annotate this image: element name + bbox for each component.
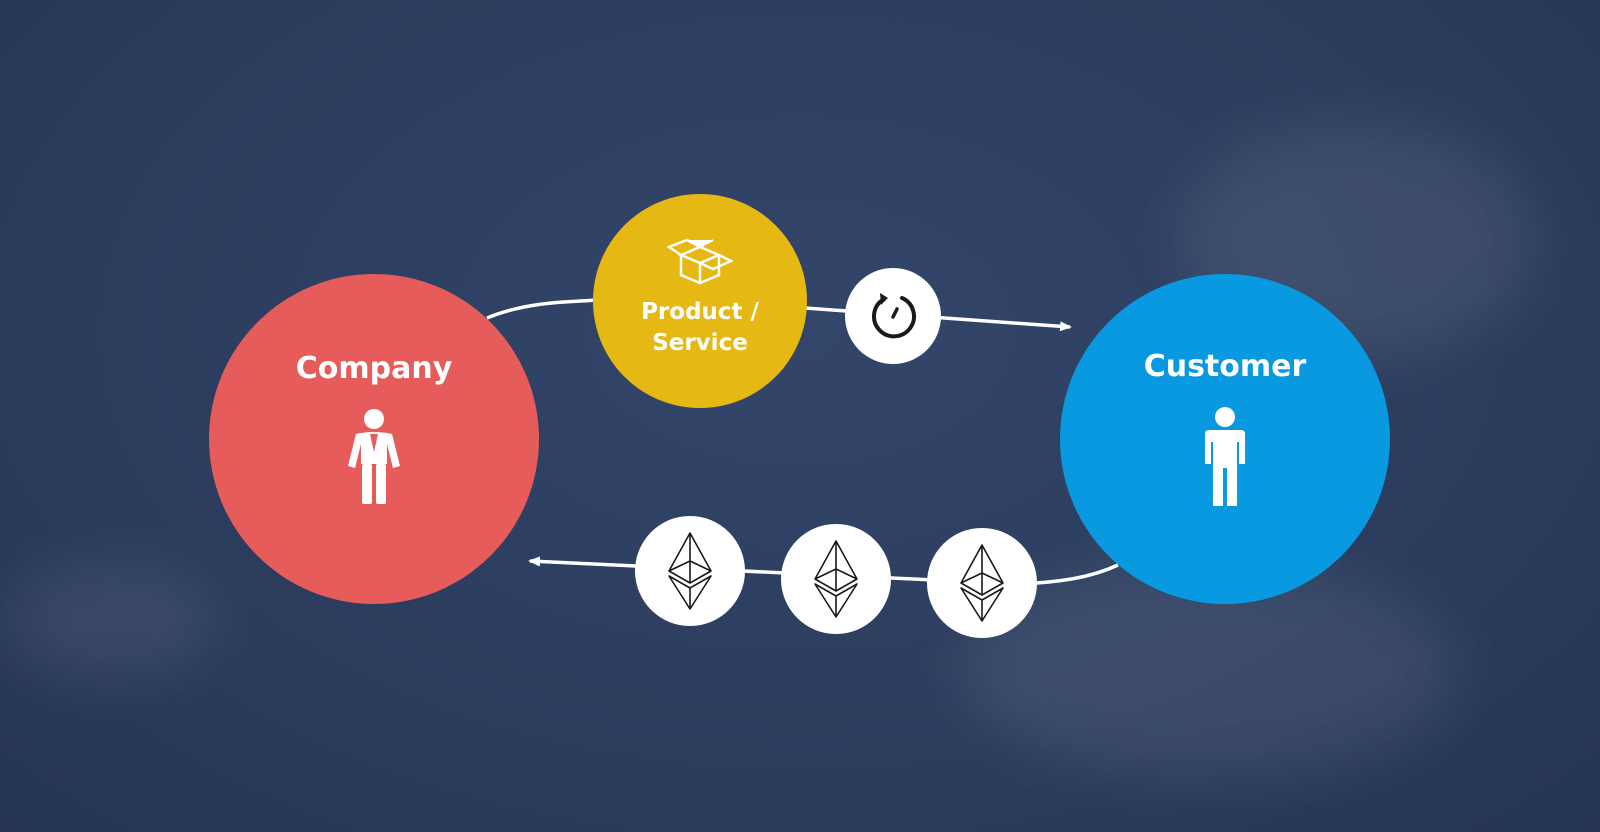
company-label: Company	[295, 350, 453, 386]
product-service-label-line2: Service	[652, 330, 748, 356]
ethereum-icon	[668, 532, 712, 610]
person-icon	[1205, 406, 1245, 506]
timer-token	[845, 268, 941, 364]
ethereum-icon	[960, 544, 1004, 622]
ethereum-token	[927, 528, 1037, 638]
businessman-icon	[348, 408, 400, 504]
ethereum-icon	[814, 540, 858, 618]
ethereum-token	[635, 516, 745, 626]
company-node: Company	[209, 274, 539, 604]
customer-label: Customer	[1143, 348, 1307, 384]
customer-node: Customer	[1060, 274, 1390, 604]
open-box-icon	[667, 238, 733, 285]
product-service-label-line1: Product /	[641, 299, 759, 325]
top-flow-arrow	[486, 298, 596, 320]
cloud-decoration	[0, 560, 220, 680]
timer-icon	[872, 293, 916, 339]
ethereum-token	[781, 524, 891, 634]
product-service-node: Product / Service	[593, 194, 807, 408]
